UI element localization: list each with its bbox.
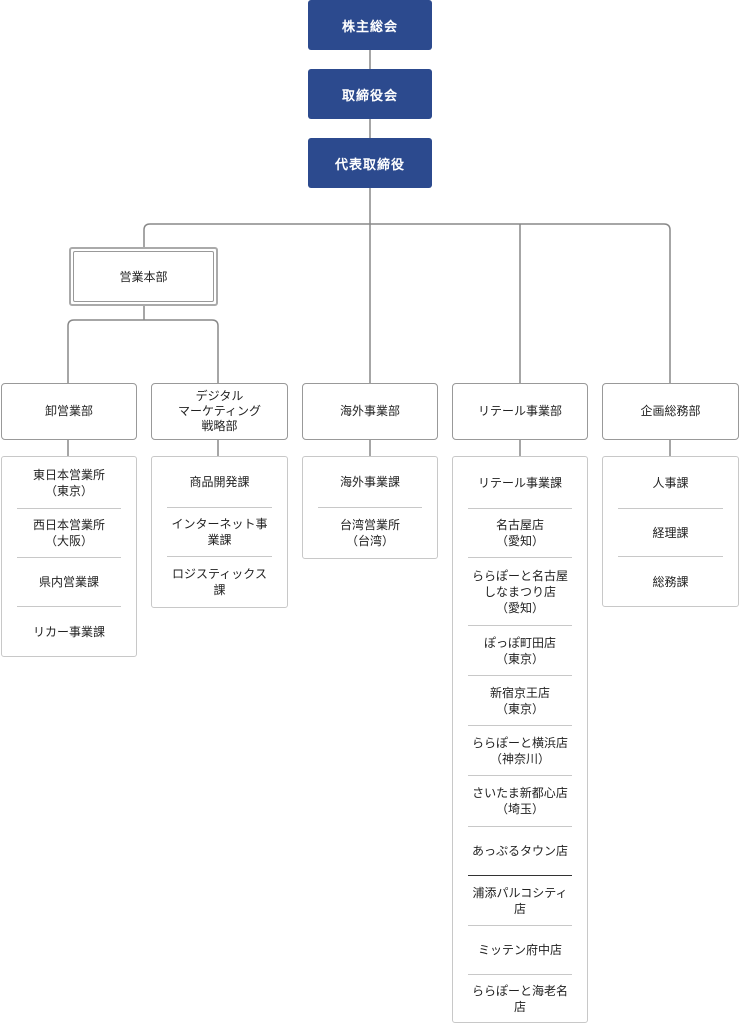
list-item: ららぽーと海老名店: [471, 984, 568, 1014]
list-item: ロジスティックス課: [172, 567, 267, 597]
list-item: あっぷるタウン店: [471, 844, 568, 858]
list-item: 商品開発課: [189, 475, 250, 489]
representative-director-box: 代表取締役: [308, 138, 432, 188]
list-item: 西日本営業所 （大阪）: [32, 518, 105, 548]
list-item: 新宿京王店 （東京）: [489, 685, 550, 716]
list-item: ららぽーと横浜店 （神奈川）: [471, 735, 568, 766]
list-item: 浦添パルコシティ店: [472, 885, 568, 916]
overseas-sections-panel: 海外事業課 台湾営業所 （台湾）: [302, 456, 438, 559]
overseas-business-dept: 海外事業部: [302, 383, 438, 440]
sales-headquarters-box: 営業本部: [69, 247, 218, 306]
list-item: 台湾営業所 （台湾）: [339, 518, 400, 548]
list-item: 東日本営業所 （東京）: [32, 467, 105, 498]
list-item: ららぽーと名古屋 しなまつり店 （愛知）: [471, 568, 568, 615]
planning-general-affairs-dept: 企画総務部: [602, 383, 739, 440]
digital-marketing-dept: デジタル マーケティング 戦略部: [151, 383, 288, 440]
list-item: 県内営業課: [38, 575, 99, 589]
wholesale-sections-panel: 東日本営業所 （東京） 西日本営業所 （大阪） 県内営業課 リカー事業課: [1, 456, 137, 657]
list-item: ぽっぽ町田店 （東京）: [483, 635, 556, 666]
wholesale-sales-dept: 卸営業部: [1, 383, 137, 440]
list-item: 名古屋店 （愛知）: [495, 518, 544, 548]
retail-stores-panel: リテール事業課 名古屋店 （愛知） ららぽーと名古屋 しなまつり店 （愛知） ぽ…: [452, 456, 588, 1023]
retail-business-dept: リテール事業部: [452, 383, 588, 440]
list-item: 経理課: [652, 525, 689, 540]
digital-marketing-sections-panel: 商品開発課 インターネット事業課 ロジスティックス課: [151, 456, 288, 608]
planning-sections-panel: 人事課 経理課 総務課: [602, 456, 739, 607]
list-item: さいたま新都心店 （埼玉）: [472, 786, 568, 816]
list-item: 海外事業課: [339, 475, 400, 489]
list-item: 総務課: [652, 574, 689, 589]
list-item: リカー事業課: [32, 625, 105, 639]
board-of-directors-box: 取締役会: [308, 69, 432, 119]
list-item: ミッテン府中店: [477, 943, 562, 957]
list-item: インターネット事業課: [171, 517, 268, 547]
list-item: 人事課: [652, 475, 689, 490]
shareholders-meeting-box: 株主総会: [308, 0, 432, 50]
list-item: リテール事業課: [477, 475, 562, 490]
